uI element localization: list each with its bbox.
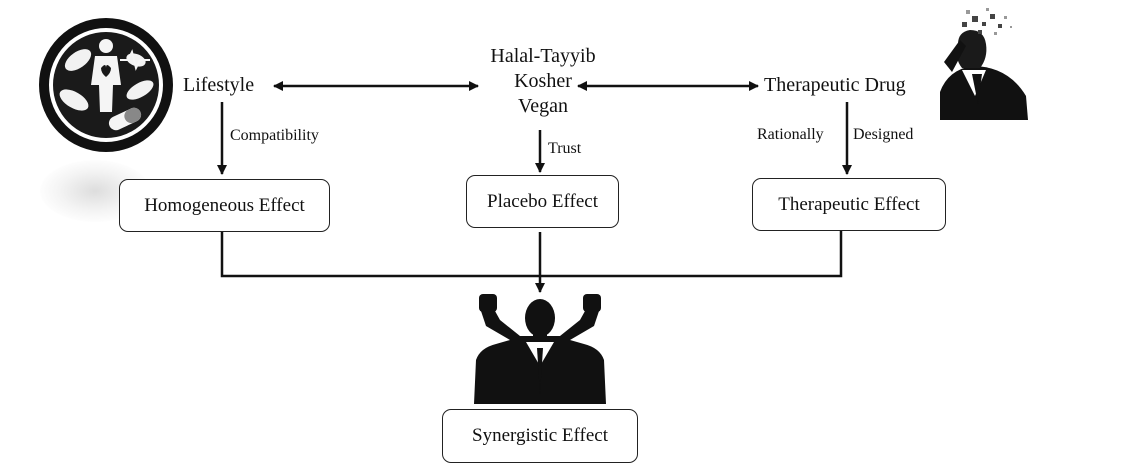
combine-connector [220, 230, 843, 278]
synergistic-effect-label: Synergistic Effect [472, 425, 608, 446]
lifestyle-health-icon [39, 18, 173, 152]
compatibility-label: Compatibility [230, 127, 319, 144]
therapeutic-effect-box: Therapeutic Effect [752, 178, 946, 231]
lifestyle-label: Lifestyle [183, 74, 255, 96]
therapeutic-drug-label: Therapeutic Drug [764, 74, 906, 96]
placebo-effect-label: Placebo Effect [487, 190, 598, 212]
vegan-label: Vegan [518, 95, 568, 117]
synergistic-effect-box: Synergistic Effect [442, 409, 638, 463]
homogeneous-effect-label: Homogeneous Effect [144, 194, 305, 216]
stressed-man-icon [940, 8, 1028, 120]
trust-label: Trust [548, 140, 582, 157]
diet-standards: Halal-Tayyib Kosher Vegan [458, 44, 628, 119]
designed-label: Designed [853, 126, 914, 143]
rationally-label: Rationally [757, 126, 824, 143]
halal-tayyib-label: Halal-Tayyib [490, 45, 596, 67]
kosher-label: Kosher [514, 70, 572, 92]
therapeutic-effect-label: Therapeutic Effect [778, 193, 920, 215]
homogeneous-effect-box: Homogeneous Effect [119, 179, 330, 232]
victorious-man-icon [474, 294, 606, 404]
placebo-effect-box: Placebo Effect [466, 175, 619, 228]
